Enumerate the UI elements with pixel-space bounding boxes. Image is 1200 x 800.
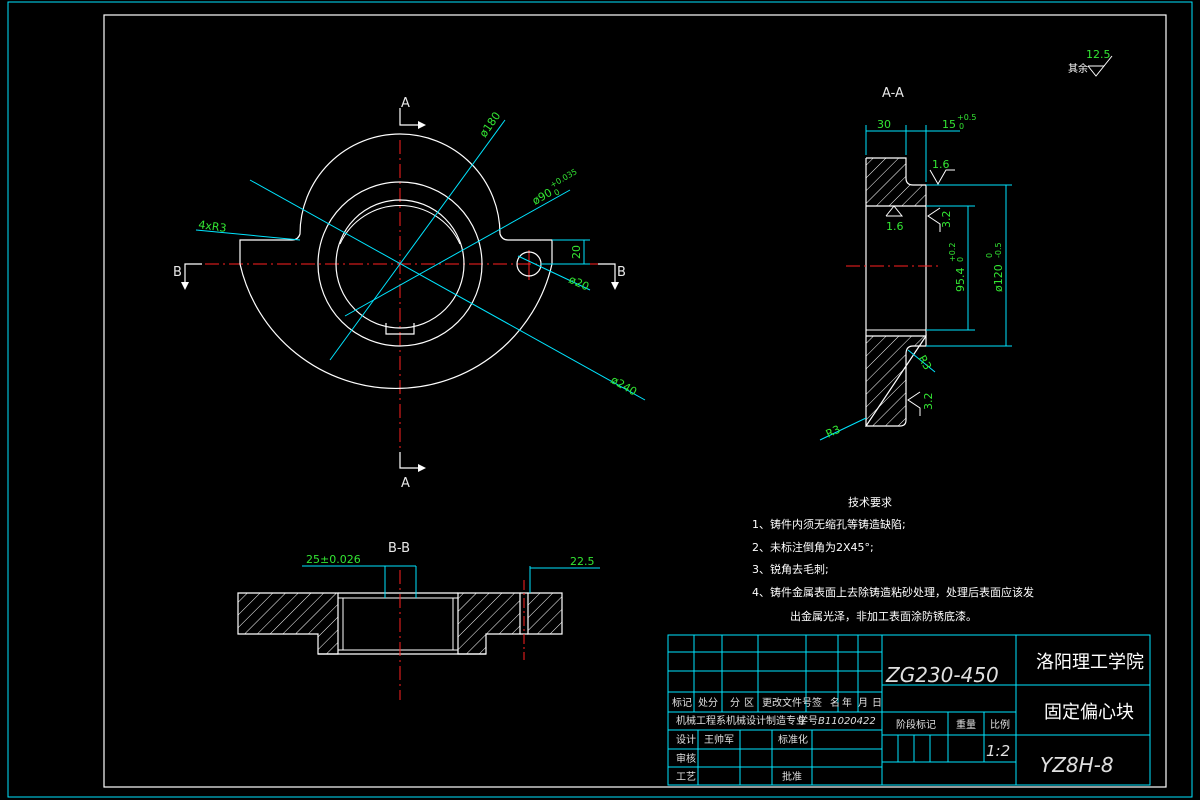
tb-hdr-9: 日 xyxy=(872,698,882,709)
tb-hdr-4: 更改文件号 xyxy=(762,696,812,709)
tech-item-3: 3、锐角去毛刺; xyxy=(752,562,829,576)
drawing-frame xyxy=(103,14,1167,788)
dim-w30-text: 30 xyxy=(877,118,891,131)
rough-bore-text: 1.6 xyxy=(886,220,904,233)
tb-review-label: 审核 xyxy=(676,752,696,765)
dim-w15-text: 15 xyxy=(942,118,956,131)
section-bb-view: B-B 25±0.026 22.5 xyxy=(237,541,600,700)
tb-major: 机械设计制造专业 xyxy=(726,714,806,727)
tb-part-name: 固定偏心块 xyxy=(1044,702,1134,723)
bore-circle xyxy=(335,199,465,329)
tech-requirements: 技术要求 1、铸件内须无缩孔等铸造缺陷; 2、未标注倒角为2X45°; 3、锐角… xyxy=(752,496,1034,623)
dim-d20-line xyxy=(517,255,591,291)
cut-a-bottom-label: A xyxy=(401,476,410,491)
tb-drawing-no: YZ8H-8 xyxy=(1040,753,1114,777)
dim-d90-tol-low: 0 xyxy=(553,187,562,197)
dim-d240-text: ø240 xyxy=(609,373,640,398)
dim-key-text: 25±0.026 xyxy=(306,553,361,566)
tb-student-id: B11020422 xyxy=(818,716,876,727)
tb-material: ZG230-450 xyxy=(885,663,999,687)
dim-r3-a-text: R3 xyxy=(915,353,934,372)
dim-d180-line xyxy=(329,119,506,361)
dim-offset-text: 22.5 xyxy=(570,555,595,568)
tb-hdr-1: 处分 xyxy=(698,697,718,709)
cut-a-top-marker xyxy=(399,108,418,126)
dim-d95-tol-low: 0 xyxy=(956,257,965,262)
tb-hdr-8: 月 xyxy=(858,697,868,709)
section-bb-title: B-B xyxy=(388,541,410,556)
tb-school: 洛阳理工学院 xyxy=(1036,652,1144,673)
dim-d90-line xyxy=(344,189,571,317)
tech-item-5: 出金属光泽，非加工表面涂防锈底漆。 xyxy=(790,609,977,623)
rough-face-text: 3.2 xyxy=(940,211,953,229)
tb-stage-label: 阶段标记 xyxy=(896,718,936,731)
dim-d90-tol: +0.035 xyxy=(549,167,579,190)
general-roughness: 12.5 其余 xyxy=(1068,48,1113,77)
dim-d95-text: 95.4 xyxy=(954,268,967,293)
cut-b-right-marker xyxy=(598,263,616,282)
rough-rest-label: 其余 xyxy=(1068,62,1088,75)
rough-bore-symbol xyxy=(885,205,904,217)
tech-item-1: 1、铸件内须无缩孔等铸造缺陷; xyxy=(752,517,906,531)
section-aa-view: A-A 30 15 +0.5 0 95.4 +0.2 0 ø120 0 xyxy=(819,86,1012,441)
rough-top-symbol xyxy=(929,169,955,186)
tb-scale: 1:2 xyxy=(986,742,1010,760)
tb-process-label: 工艺 xyxy=(676,771,696,783)
dim-r3-a-leader xyxy=(907,349,936,373)
sheet-border xyxy=(7,1,1193,798)
tb-hdr-6: 名 xyxy=(830,696,840,709)
dim-fillet-text: 4xR3 xyxy=(198,218,228,235)
rough-rest-value: 12.5 xyxy=(1086,48,1111,61)
dim-d120-tol-low: -0.5 xyxy=(994,242,1003,258)
tb-designer: 王帅军 xyxy=(704,733,734,746)
dim-r3-b-leader xyxy=(819,417,867,441)
dim-d90-text: ø90 xyxy=(530,186,554,208)
section-bb-outline xyxy=(318,592,528,655)
tb-standard-label: 标准化 xyxy=(778,733,808,746)
tb-hdr-0: 标记 xyxy=(672,697,692,709)
cut-b-left-marker xyxy=(184,263,202,282)
section-aa-title: A-A xyxy=(882,86,904,101)
tb-hdr-7: 年 xyxy=(842,696,852,709)
bore-chamfer-arc xyxy=(339,205,461,245)
boss-circle xyxy=(317,181,483,347)
rough-bottom-text: 3.2 xyxy=(922,393,935,411)
cut-a-top-label: A xyxy=(401,96,410,111)
tb-weight-label: 重量 xyxy=(956,718,976,731)
tb-scale-label: 比例 xyxy=(990,718,1010,731)
dim-d95-tol: +0.2 xyxy=(948,243,957,262)
dim-fillet-leader xyxy=(195,229,301,241)
section-aa-outline xyxy=(864,157,927,427)
dim-w15-tol-low: 0 xyxy=(959,122,964,131)
tech-item-2: 2、未标注倒角为2X45°; xyxy=(752,540,874,554)
rough-bottom-symbol xyxy=(907,391,921,416)
dim-d120-tol: 0 xyxy=(985,253,994,258)
tb-design-label: 设计 xyxy=(676,733,696,746)
tb-dept: 机械工程系 xyxy=(676,714,726,727)
outer-contour xyxy=(239,133,553,389)
dim-d180-text: ø180 xyxy=(477,110,504,140)
dim-w15-tol: +0.5 xyxy=(957,113,976,122)
dim-d240-line xyxy=(249,179,646,401)
front-view: A A B B ø180 ø90 +0.035 0 ø240 ø20 20 4x… xyxy=(173,96,646,491)
cut-b-right-label: B xyxy=(617,265,626,280)
rough-top-text: 1.6 xyxy=(932,158,950,171)
tb-student-id-label: 学号 xyxy=(798,714,818,727)
cut-a-bottom-marker xyxy=(399,452,418,469)
tb-approve-label: 批准 xyxy=(782,770,802,783)
keyway xyxy=(385,323,415,335)
dim-r3-b-text: R3 xyxy=(824,423,843,441)
tb-hdr-2: 分 xyxy=(730,697,740,709)
tb-hdr-3: 区 xyxy=(744,697,754,709)
tech-item-4: 4、铸件金属表面上去除铸造粘砂处理，处理后表面应该发 xyxy=(752,585,1034,599)
tech-title: 技术要求 xyxy=(848,496,892,509)
title-block: ZG230-450 洛阳理工学院 固定偏心块 YZ8H-8 标记 处分 分 区 … xyxy=(667,634,1151,786)
dim-d20-text: ø20 xyxy=(567,273,591,294)
dim-d120-text: ø120 xyxy=(992,264,1005,292)
rough-face-symbol xyxy=(927,207,941,232)
tb-hdr-5: 签 xyxy=(812,696,822,709)
dim-h20-text: 20 xyxy=(570,245,583,259)
cut-b-left-label: B xyxy=(173,265,182,280)
